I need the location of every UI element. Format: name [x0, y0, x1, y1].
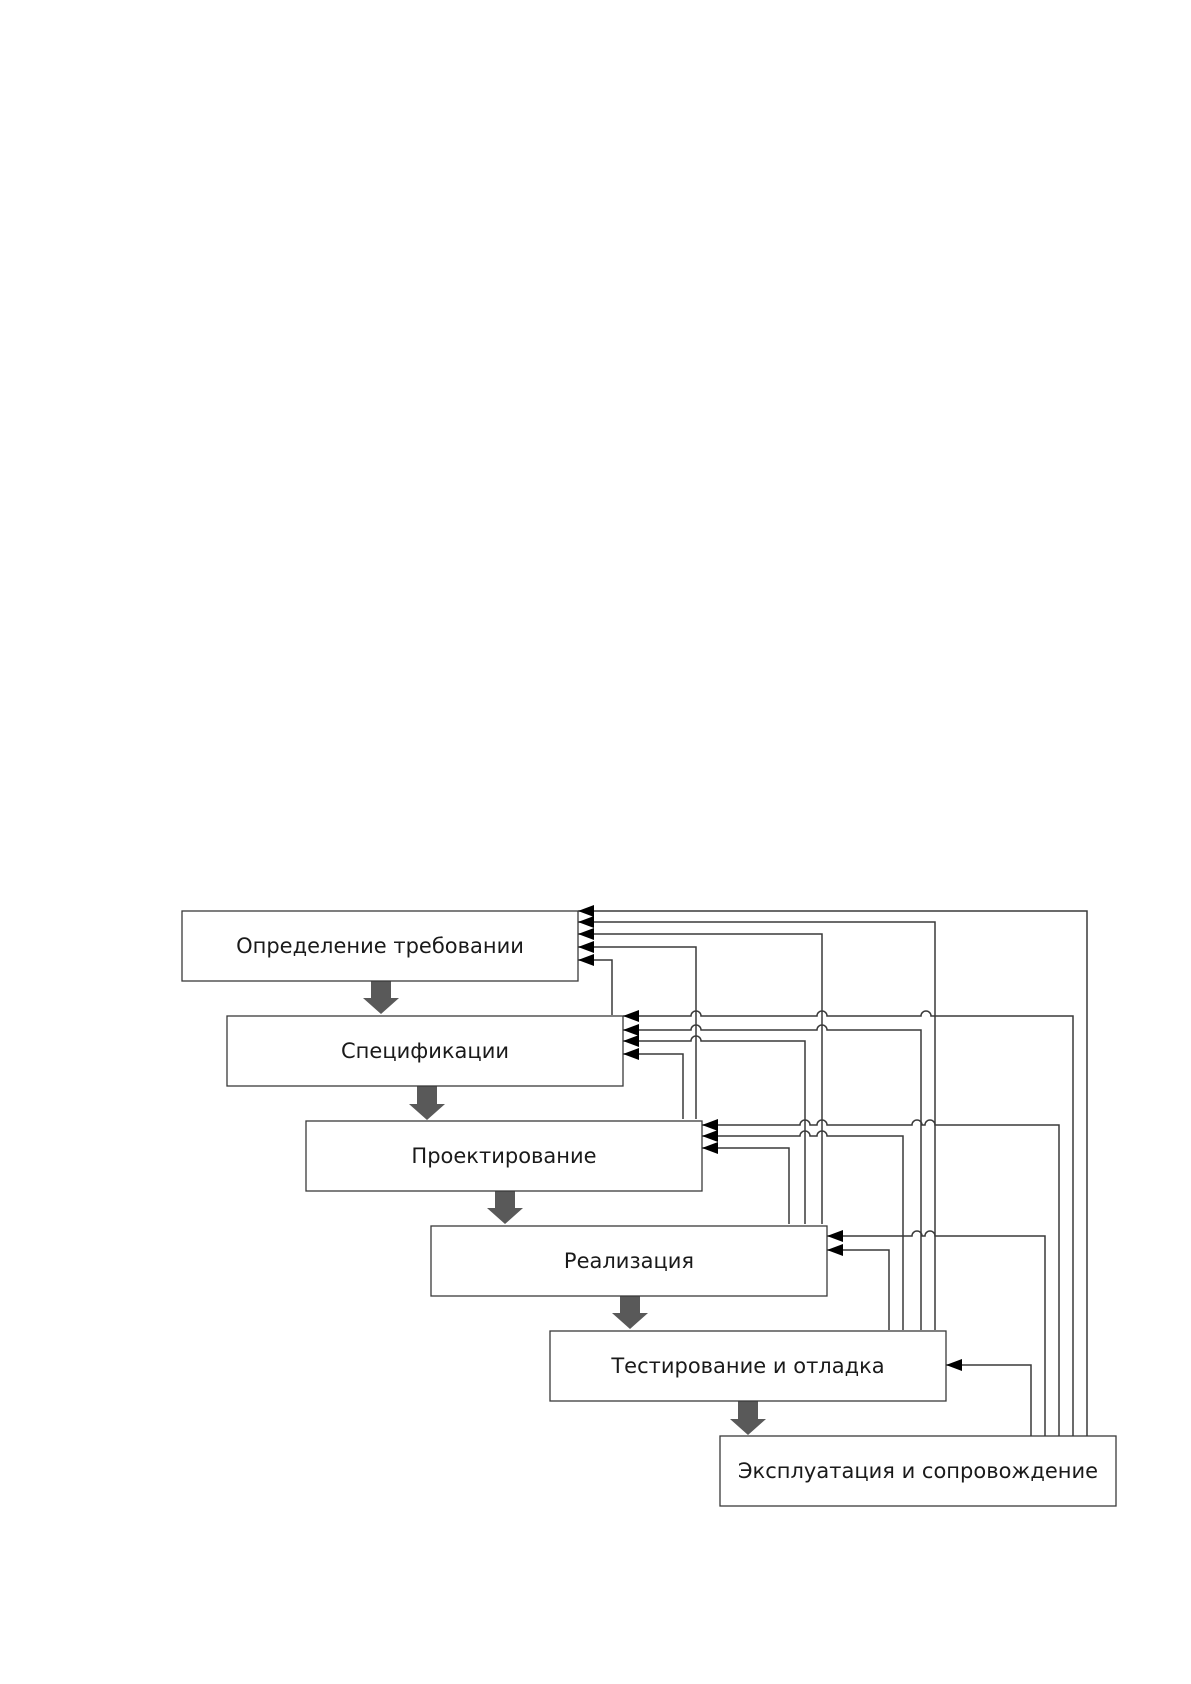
stage-requirements-label: Определение требовании [236, 934, 524, 958]
flow-arrow-testing-to-maintenance [730, 1401, 766, 1435]
flow-arrow-implementation-to-testing [612, 1295, 648, 1329]
stage-specifications: Спецификации [227, 1016, 623, 1086]
stage-boxes: Определение требовании Спецификации Прое… [182, 911, 1116, 1506]
stage-testing: Тестирование и отладка [550, 1331, 946, 1401]
stage-maintenance: Эксплуатация и сопровождение [720, 1436, 1116, 1506]
feedback-design-to-specifications [623, 1054, 683, 1119]
flow-arrow-design-to-implementation [487, 1190, 523, 1224]
feedback-testing-to-implementation [827, 1250, 889, 1330]
stage-implementation-label: Реализация [564, 1249, 694, 1273]
feedback-implementation-to-design [702, 1148, 789, 1224]
flow-arrow-specifications-to-design [409, 1086, 445, 1120]
stage-testing-label: Тестирование и отладка [610, 1354, 884, 1378]
stage-design-label: Проектирование [411, 1144, 596, 1168]
feedback-specifications-to-requirements [578, 960, 612, 1015]
flow-arrow-requirements-to-specifications [363, 980, 399, 1014]
stage-design: Проектирование [306, 1121, 702, 1191]
feedback-maintenance-to-testing [946, 1365, 1031, 1436]
stage-requirements: Определение требовании [182, 911, 578, 981]
stage-specifications-label: Спецификации [341, 1039, 509, 1063]
stage-maintenance-label: Эксплуатация и сопровождение [738, 1459, 1098, 1483]
stage-implementation: Реализация [431, 1226, 827, 1296]
